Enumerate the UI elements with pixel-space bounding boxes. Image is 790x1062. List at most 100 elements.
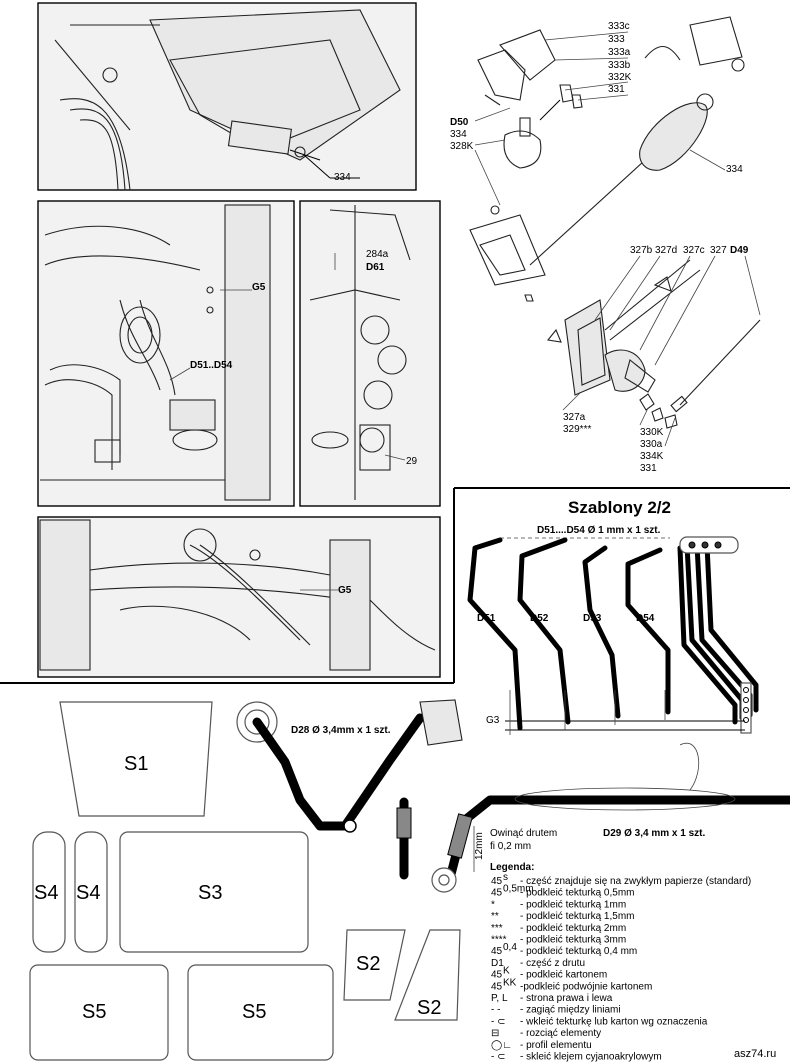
wire-label-d51: D51	[477, 613, 496, 624]
legend-text: - podkleić tekturką 1,5mm	[520, 911, 635, 922]
callout-327: 327	[710, 245, 727, 256]
photo-engine-left	[37, 200, 295, 507]
shape-label-s4-right: S4	[76, 882, 100, 904]
callout-334k: 334K	[640, 451, 664, 462]
wire-d29	[396, 742, 790, 893]
shape-s5-left	[29, 964, 169, 1061]
shape-s4-left	[32, 831, 66, 953]
page-title: Szablony 2/2	[568, 498, 671, 517]
callout-284a: 284a	[366, 249, 389, 260]
legend-text: - część znajduje się na zwykłym papierze…	[520, 876, 751, 887]
legend-title: Legenda:	[490, 862, 534, 873]
callout-327a: 327a	[563, 412, 586, 423]
legend-symbol: ◯∟	[491, 1040, 512, 1051]
legend-symbol: 45	[491, 946, 503, 957]
legend-text: - podkleić kartonem	[520, 970, 607, 981]
callout-334-left: 334	[450, 129, 467, 140]
callout-329: 329***	[563, 424, 591, 435]
callout-331-low: 331	[640, 463, 657, 474]
legend-symbol-sup: 0,4	[503, 942, 517, 953]
wire-label-d54: D54	[636, 613, 655, 624]
legend-symbol: 45	[491, 876, 503, 887]
callout-327c: 327c	[683, 245, 705, 256]
shape-label-s4-left: S4	[34, 882, 58, 904]
legend-symbol: D1	[491, 958, 504, 969]
shape-s1	[59, 701, 213, 817]
callout-330a: 330a	[640, 439, 663, 450]
wire-label-d53: D53	[583, 613, 602, 624]
callout-333c: 333c	[608, 21, 630, 32]
wrap-note-line1: Owinąć drutem	[490, 828, 557, 839]
cardboard-shapes	[29, 701, 461, 1061]
legend-text: - podkleić tekturką 0,5mm	[520, 888, 635, 899]
legend-text: - podkleić tekturką 1mm	[520, 899, 626, 910]
callout-327d: 327d	[655, 245, 677, 256]
callout-333b: 333b	[608, 60, 631, 71]
callout-334-right: 334	[726, 164, 743, 175]
callout-d51-d54: D51..D54	[190, 360, 233, 371]
shape-label-s3: S3	[198, 882, 222, 904]
shape-label-s2-right: S2	[417, 997, 441, 1019]
callout-330k: 330K	[640, 427, 664, 438]
callout-332k: 332K	[608, 72, 632, 83]
legend-text: - rozciąć elementy	[520, 1028, 601, 1039]
shape-label-s5-right: S5	[242, 1001, 266, 1023]
shape-s3	[119, 831, 309, 953]
legend-symbol-sup: 0,5mm	[503, 884, 534, 895]
legend-text: - strona prawa i lewa	[520, 993, 613, 1004]
legend-symbol-sup: K	[503, 966, 510, 977]
legend-symbol: *	[491, 899, 495, 910]
photo-engine-bottom	[37, 516, 441, 678]
callout-328k: 328K	[450, 141, 474, 152]
legend-symbol-sup: KK	[503, 977, 517, 988]
callout-333: 333	[608, 34, 625, 45]
exploded-view-upper	[469, 16, 745, 302]
legend-symbol: 45	[491, 970, 503, 981]
legend-text: - podkleić tekturką 0,4 mm	[520, 946, 637, 957]
legend-symbol: **	[491, 911, 499, 922]
shape-s2-left	[343, 929, 406, 1001]
callout-d49: D49	[730, 245, 749, 256]
wire-label-d52: D52	[530, 613, 549, 624]
d28-spec: D28 Ø 3,4mm x 1 szt.	[291, 725, 391, 736]
legend-symbol: ***	[491, 923, 503, 934]
callout-29: 29	[406, 456, 418, 467]
callout-327b: 327b	[630, 245, 653, 256]
legend-symbol: - ⊂	[491, 1016, 506, 1027]
legend-symbol: ****	[491, 935, 507, 946]
callout-d61: D61	[366, 262, 385, 273]
wire-d28	[236, 699, 463, 833]
legend-symbol: ⊟	[491, 1028, 499, 1039]
legend-symbol: 45	[491, 888, 503, 899]
callout-333a: 333a	[608, 47, 631, 58]
shape-s4-right	[74, 831, 108, 953]
callout-g5-mid: G5	[252, 282, 266, 293]
legend-text: - skleić klejem cyjanoakrylowym	[520, 1052, 662, 1062]
wrap-dimension: 12mm	[474, 832, 485, 860]
callout-331-top: 331	[608, 84, 625, 95]
exploded-view-lower	[546, 255, 761, 447]
legend-symbol: - -	[491, 1005, 500, 1016]
legend-text: - profil elementu	[520, 1040, 592, 1051]
wire-templates	[467, 536, 759, 735]
legend-symbol-sup: s	[503, 872, 508, 883]
legend-text: - część z drutu	[520, 958, 585, 969]
photo-engine-center	[299, 200, 441, 507]
callout-photo1-334: 334	[334, 172, 351, 183]
shape-s2-right	[394, 929, 461, 1021]
legend-symbol: - ⊂	[491, 1052, 506, 1062]
legend-text: - wkleić tekturkę lub karton wg oznaczen…	[520, 1016, 708, 1027]
legend-text: - zagiąć między liniami	[520, 1005, 621, 1016]
callout-g5-bottom: G5	[338, 585, 352, 596]
legend-symbol: 45	[491, 981, 503, 992]
shape-label-s1: S1	[124, 753, 148, 775]
watermark: asz74.ru	[734, 1048, 776, 1060]
photo-assembly-top	[37, 2, 417, 191]
legend-symbol: P, L	[491, 993, 508, 1004]
wrap-note-line2: fi 0,2 mm	[490, 841, 531, 852]
shape-label-s5-left: S5	[82, 1001, 106, 1023]
d29-spec: D29 Ø 3,4 mm x 1 szt.	[603, 828, 705, 839]
legend-text: - podkleić tekturką 2mm	[520, 923, 626, 934]
